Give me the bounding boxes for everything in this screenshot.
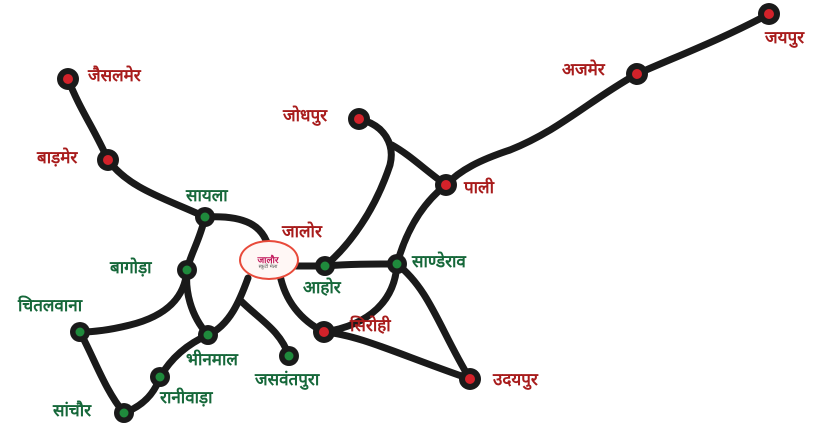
road-barmer-sayla [104, 156, 209, 221]
label-pali: पाली [464, 178, 494, 198]
node-dot-sanchore [119, 408, 129, 418]
node-dot-jaswantpura [284, 351, 294, 361]
node-dot-ahore [320, 261, 330, 271]
label-ahore: आहोर [303, 278, 341, 298]
road-jodhpur-ahore [321, 115, 395, 270]
jalore-logo: जालौर स्कूटी मेला [239, 240, 299, 280]
road-sanderao-udaipur [393, 260, 474, 383]
node-dot-sirohi [319, 327, 329, 337]
road-jalore-ahore-sanderao [286, 260, 401, 270]
roads [64, 10, 773, 417]
road-bagoda-chitalwana [76, 266, 191, 336]
label-bagoda: बागोड़ा [110, 258, 152, 278]
logo-ring [239, 240, 299, 280]
node-dot-raniwara [155, 372, 165, 382]
node-dot-barmer [103, 155, 113, 165]
node-dot-bhinmal [203, 330, 213, 340]
logo-subtext: स्कूटी मेला [258, 264, 278, 270]
node-dot-sanderao [392, 259, 402, 269]
label-bhinmal: भीनमाल [186, 350, 238, 370]
label-ajmer: अजमेर [562, 60, 605, 80]
label-sayla: सायला [186, 186, 228, 206]
road-jalore-jaswantpura [236, 296, 293, 360]
node-dot-pali [441, 180, 451, 190]
label-raniwara: रानीवाड़ा [160, 388, 213, 408]
label-udaipur: उदयपुर [493, 370, 538, 390]
node-dot-jaipur [764, 9, 774, 19]
node-dot-sayla [200, 212, 210, 222]
node-dot-ajmer [632, 69, 642, 79]
label-jaswantpura: जसवंतपुरा [255, 370, 320, 390]
label-barmer: बाड़मेर [37, 148, 78, 168]
label-sirohi: सिरोही [350, 316, 391, 336]
node-dot-jodhpur [354, 114, 364, 124]
node-dot-udaipur [465, 374, 475, 384]
label-sanchore: सांचौर [53, 401, 92, 421]
road-jaipur-pali [442, 10, 773, 189]
label-chitalwana: चितलवाना [18, 296, 83, 316]
city-nodes [57, 3, 780, 423]
label-jaisalmer: जैसलमेर [88, 66, 141, 86]
node-dot-bagoda [182, 265, 192, 275]
label-jalore: जालोर [282, 222, 322, 242]
logo-text: जालौर [257, 256, 279, 266]
node-dot-jaisalmer [63, 74, 73, 84]
node-dot-chitalwana [75, 327, 85, 337]
label-sanderao: साण्डेराव [412, 252, 466, 272]
road-sanderao-sirohi [320, 260, 401, 336]
label-jaipur: जयपुर [765, 28, 805, 48]
label-jodhpur: जोधपुर [283, 106, 328, 126]
road-sirohi-udaipur [320, 328, 474, 383]
